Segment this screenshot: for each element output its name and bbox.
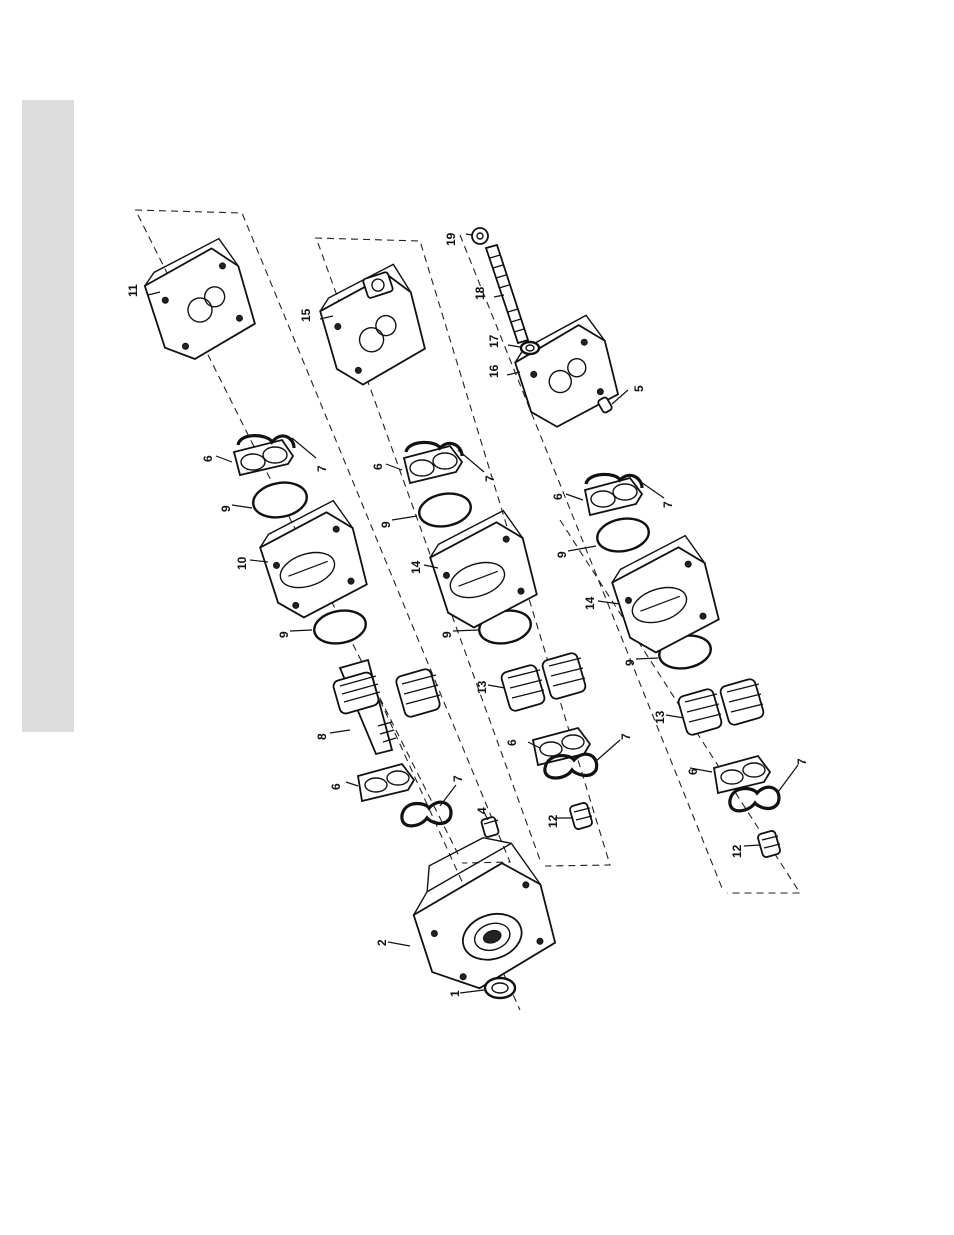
drive-gear-shaft-8: [332, 660, 396, 754]
gasket-9d: [312, 607, 369, 648]
gear-set-13b: [677, 678, 765, 736]
callout-13b: 13: [653, 710, 667, 724]
callout-6c: 6: [551, 493, 565, 500]
callout-6a: 6: [201, 455, 215, 462]
callout-7b: 7: [483, 475, 497, 482]
coupling-12b: [757, 830, 781, 858]
callout-12a: 12: [546, 814, 560, 828]
callout-9a: 9: [219, 505, 233, 512]
callout-12b: 12: [730, 844, 744, 858]
callout-8: 8: [315, 733, 329, 740]
wear-plate-6e: [358, 764, 414, 801]
callout-7c: 7: [661, 501, 675, 508]
stud-18: [486, 245, 528, 343]
callout-7a: 7: [315, 465, 329, 472]
callout-2: 2: [375, 939, 389, 946]
callout-15: 15: [299, 308, 313, 322]
gasket-9c: [595, 515, 652, 556]
gear-set-13a: [500, 652, 587, 712]
callout-17: 17: [487, 334, 501, 348]
callout-9f: 9: [623, 659, 637, 666]
nut-19: [472, 228, 488, 244]
callout-7e: 7: [451, 775, 465, 782]
end-cover-15: [312, 262, 434, 391]
callout-14b: 14: [583, 596, 597, 610]
seal-7f: [730, 787, 779, 811]
gasket-9a: [250, 479, 309, 522]
callout-1: 1: [448, 990, 462, 997]
wear-plate-6d: [533, 728, 590, 765]
callout-6d: 6: [505, 739, 519, 746]
fitting-4: [481, 816, 499, 837]
callout-9c: 9: [555, 551, 569, 558]
callout-7d: 7: [619, 733, 633, 740]
callout-9e: 9: [440, 631, 454, 638]
idler-gear-8: [395, 668, 441, 718]
callout-9b: 9: [379, 521, 393, 528]
wear-plate-6a: [234, 440, 293, 475]
wear-plate-6c: [585, 478, 642, 515]
front-housing-2: [398, 825, 566, 1000]
callout-13a: 13: [475, 680, 489, 694]
shaft-seal-1: [485, 978, 515, 998]
callout-18: 18: [473, 286, 487, 300]
callout-16: 16: [487, 364, 501, 378]
callout-9d: 9: [277, 631, 291, 638]
callout-19: 19: [444, 232, 458, 246]
callout-6f: 6: [329, 783, 343, 790]
callout-10: 10: [235, 556, 249, 570]
seal-7e: [402, 802, 451, 826]
callout-5: 5: [632, 385, 646, 392]
wear-plate-6b: [404, 446, 462, 483]
seal-7d: [545, 754, 597, 778]
callout-6b: 6: [371, 463, 385, 470]
gasket-9b: [417, 490, 474, 531]
end-cover-11: [138, 236, 261, 367]
callout-4: 4: [475, 807, 489, 814]
callout-11: 11: [126, 284, 140, 297]
washer-17: [521, 342, 539, 354]
callout-6e: 6: [686, 768, 700, 775]
coupling-12a: [569, 802, 593, 830]
callout-14a: 14: [409, 560, 423, 574]
callout-7f: 7: [795, 758, 809, 765]
